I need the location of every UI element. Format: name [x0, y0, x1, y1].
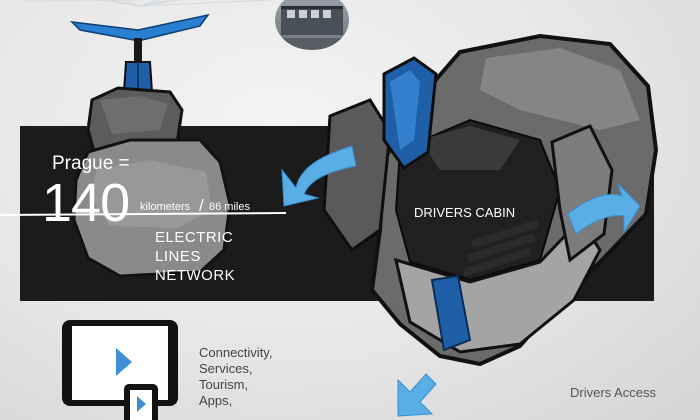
unit-separator: /: [199, 196, 204, 215]
network-line-2: LINES: [155, 248, 201, 265]
network-line-3: NETWORK: [155, 267, 236, 284]
headline-underline: [0, 212, 287, 216]
tram-cone-stack: [72, 86, 232, 278]
connectivity-item: Connectivity,: [199, 345, 273, 360]
city-label: Prague =: [52, 153, 130, 174]
phone-icon: [124, 384, 158, 420]
network-length-value: 140: [42, 173, 130, 233]
play-icon: [116, 348, 132, 376]
connectivity-list: Connectivity, Services, Tourism, Apps,: [199, 345, 272, 409]
down-arrow-icon: [397, 373, 437, 417]
drivers-access-label: Drivers Access: [570, 385, 656, 400]
unit-kilometers: kilometers: [140, 201, 191, 213]
network-line-1: ELECTRIC: [155, 229, 234, 246]
connectivity-item: Tourism,: [199, 377, 249, 392]
light-rays: [20, 0, 271, 7]
network-description: ELECTRIC LINES NETWORK: [155, 228, 235, 285]
connectivity-item: Apps,: [199, 393, 233, 408]
curved-arrow-right-icon: [567, 183, 641, 235]
tram-photo-icon: [275, 0, 349, 50]
door-panels: [322, 56, 438, 253]
connectivity-item: Services,: [199, 361, 253, 376]
unit-miles: 86 miles: [209, 201, 250, 213]
drivers-cabin-label: DRIVERS CABIN: [414, 205, 516, 220]
tram-front-vehicle: [369, 33, 659, 367]
curved-arrow-left-icon: [281, 145, 357, 207]
tablet-icon: [62, 320, 178, 406]
